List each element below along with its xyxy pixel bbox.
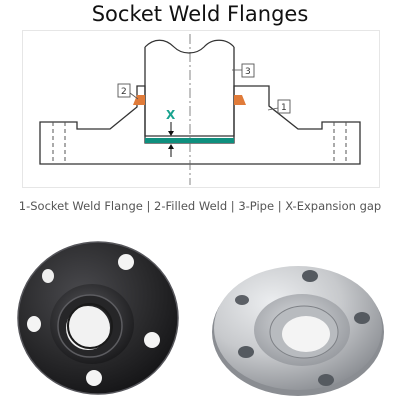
callout-number-3: 3 (245, 67, 251, 77)
black-bolt-hole-left (27, 316, 41, 332)
flange-cross-section-diagram: X 2 3 1 (22, 30, 380, 188)
flange-outline (39, 85, 361, 165)
black-flange-photo (6, 232, 202, 398)
black-flange-bore-shadow (67, 303, 113, 349)
callout-number-2: 2 (121, 87, 127, 97)
black-bolt-hole-top (118, 254, 134, 270)
black-bolt-hole-right (144, 332, 160, 348)
black-flange-rim-highlight (17, 241, 179, 395)
silver-flange-bore (282, 316, 330, 352)
silver-bolt-hole-upper-left (235, 295, 249, 305)
diagram-border (22, 30, 380, 188)
callout-box-3 (241, 63, 255, 78)
callout-box-2 (117, 83, 131, 98)
callout-leader-2 (129, 92, 139, 100)
silver-bolt-hole-right (354, 312, 370, 324)
callout-leader-1 (267, 107, 279, 111)
callout-number-1: 1 (281, 103, 287, 113)
silver-bolt-hole-top (302, 270, 318, 282)
fillet-weld-right (234, 95, 246, 105)
silver-bolt-hole-bottom (318, 374, 334, 386)
gap-arrowhead-top (168, 131, 174, 136)
black-bolt-hole-upper-left (42, 269, 54, 283)
pipe-break-line (144, 39, 235, 54)
pipe-outline (144, 47, 235, 137)
gap-label-x: X (166, 108, 176, 122)
page-title: Socket Weld Flanges (91, 2, 309, 26)
silver-bolt-hole-left (238, 346, 254, 358)
black-flange-bore (66, 306, 110, 350)
black-bolt-hole-bottom (86, 370, 102, 386)
expansion-gap (145, 138, 234, 143)
callout-box-1 (277, 99, 291, 114)
silver-flange-photo (206, 256, 390, 400)
legend-caption: 1-Socket Weld Flange | 2-Filled Weld | 3… (18, 199, 382, 213)
gap-arrowhead-bottom (168, 144, 174, 149)
